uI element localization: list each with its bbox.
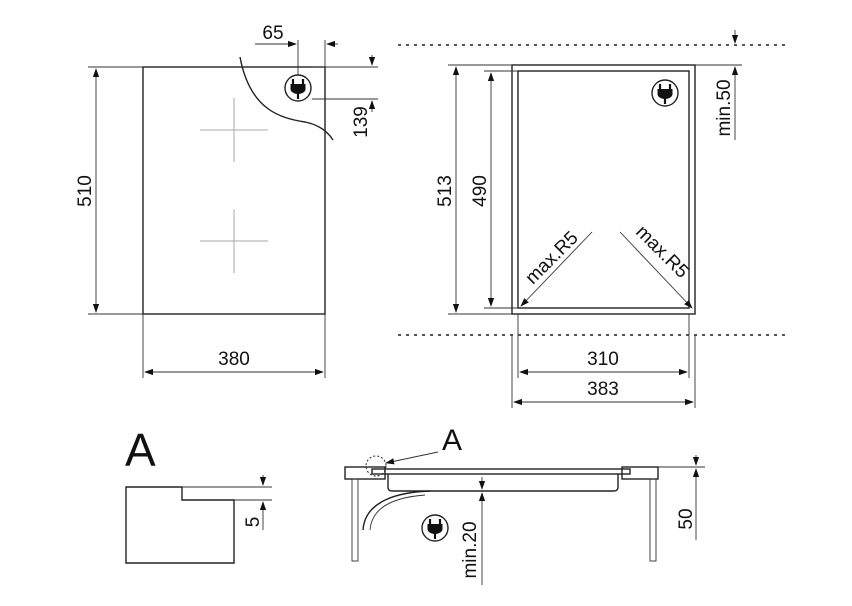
min-clearance-label: min.20 bbox=[460, 521, 481, 578]
height-label: 510 bbox=[75, 175, 96, 207]
detail-a-marker bbox=[365, 455, 387, 477]
cutout-view: 513 490 min.50 max.R5 max.R5 310 383 bbox=[398, 30, 790, 408]
worktop-right bbox=[621, 466, 659, 480]
cutout-inner bbox=[517, 70, 690, 309]
plug-icon bbox=[420, 513, 450, 543]
hob-outline bbox=[142, 66, 326, 315]
radius-right-label: max.R5 bbox=[631, 222, 692, 283]
cooking-zone-bottom bbox=[200, 209, 268, 273]
power-cable bbox=[362, 490, 431, 531]
top-view: 510 380 65 139 bbox=[75, 23, 378, 378]
cabinet-side-right bbox=[649, 478, 657, 562]
inner-width-label: 310 bbox=[587, 349, 619, 370]
min-top-label: min.50 bbox=[714, 79, 735, 136]
plug-icon bbox=[283, 73, 313, 103]
radius-leader-left bbox=[520, 231, 593, 307]
section-detail-letter: A bbox=[442, 424, 462, 457]
inner-height-label: 490 bbox=[470, 175, 491, 207]
hob-glass bbox=[371, 468, 631, 475]
section-height-label: 50 bbox=[676, 508, 697, 529]
plug-icon bbox=[650, 78, 680, 108]
power-cable-curve bbox=[239, 56, 334, 141]
detail-letter: A bbox=[125, 424, 156, 476]
radius-leader-right bbox=[619, 231, 693, 309]
depth-label: 5 bbox=[243, 517, 264, 528]
hob-body bbox=[387, 474, 619, 492]
plug-offset-x-label: 65 bbox=[262, 23, 283, 44]
width-label: 380 bbox=[218, 349, 250, 370]
outer-width-label: 383 bbox=[587, 379, 619, 400]
cooking-zone-top bbox=[200, 98, 268, 162]
radius-left-label: max.R5 bbox=[522, 228, 583, 289]
plug-offset-y-label: 139 bbox=[351, 106, 372, 138]
worktop-section-hatched bbox=[125, 486, 235, 564]
detail-a: A 5 bbox=[125, 424, 272, 564]
section-view: A 50 min.20 bbox=[344, 424, 705, 585]
cabinet-side-left bbox=[351, 478, 359, 562]
outer-height-label: 513 bbox=[435, 175, 456, 207]
cutout-outer bbox=[511, 64, 696, 315]
worktop-left bbox=[344, 466, 386, 480]
